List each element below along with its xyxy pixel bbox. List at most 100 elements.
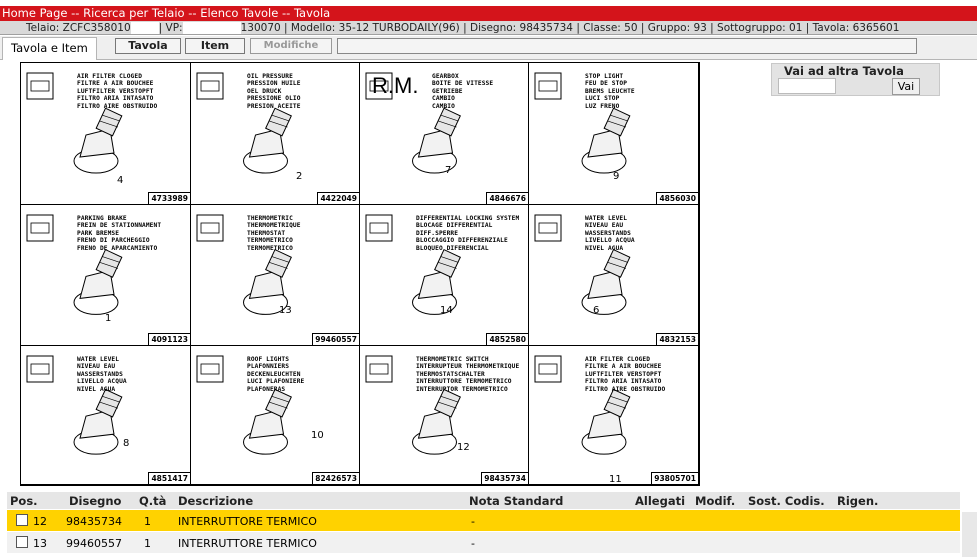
part-number: 12	[457, 442, 470, 453]
part-sketch-icon	[534, 214, 631, 315]
part-number: 11	[609, 474, 622, 485]
part-number: 6	[593, 305, 600, 316]
drawing-cell[interactable]: GEARBOX BOITE DE VITESSE GETRIEBE CAMBIO…	[360, 63, 529, 205]
col-sost: Sost. Codis.	[748, 494, 825, 508]
part-sketch-icon	[196, 355, 292, 455]
tab-tavola-e-item[interactable]: Tavola e Item	[2, 37, 97, 60]
part-code: 99460557	[312, 333, 359, 345]
vp-value: 130070	[240, 22, 281, 34]
goto-title: Vai ad altra Tavola	[784, 64, 904, 78]
part-caption: ROOF LIGHTS PLAFONNIERS DECKENLEUCHTEN L…	[247, 356, 305, 393]
part-sketch-icon	[26, 214, 123, 315]
part-caption: AIR FILTER CLOGED FILTRE A AIR BOUCHEE L…	[77, 73, 158, 110]
scroll-strip[interactable]	[962, 512, 977, 557]
breadcrumb-current: Tavola	[293, 6, 331, 20]
part-caption: STOP LIGHT FEU DE STOP BREMS LEUCHTE LUC…	[585, 73, 635, 110]
part-sketch-icon	[26, 355, 123, 455]
tab-bar: Tavola e Item Tavola Item Modifiche	[0, 36, 977, 60]
part-code: 4091123	[148, 333, 190, 345]
part-number: 14	[440, 305, 453, 316]
row-descrizione: INTERRUTTORE TERMICO	[178, 515, 317, 528]
part-caption: DIFFERENTIAL LOCKING SYSTEM BLOCAGE DIFF…	[416, 215, 520, 252]
part-sketch-icon	[26, 72, 123, 174]
row-disegno: 99460557	[66, 537, 122, 550]
part-code: 98435734	[481, 472, 528, 484]
part-number: 10	[311, 430, 324, 441]
vehicle-details: | Modello: 35-12 TURBODAILY(96) | Disegn…	[284, 22, 900, 34]
tavola-button[interactable]: Tavola	[115, 38, 181, 54]
vp-label: VP:	[165, 22, 183, 34]
breadcrumb-home[interactable]: Home Page	[2, 6, 68, 20]
drawing-cell[interactable]: THERMOMETRIC SWITCH INTERRUPTEUR THERMOM…	[360, 346, 529, 485]
col-nota: Nota Standard	[469, 494, 564, 508]
part-code: 4846676	[486, 192, 528, 204]
drawing-cell[interactable]: STOP LIGHT FEU DE STOP BREMS LEUCHTE LUC…	[529, 63, 699, 205]
part-code: 4422049	[317, 192, 359, 204]
drawing-cell[interactable]: WATER LEVEL NIVEAU EAU WASSERSTANDS LIVE…	[21, 346, 191, 485]
parts-drawing: AIR FILTER CLOGED FILTRE A AIR BOUCHEE L…	[20, 62, 700, 486]
drawing-cell[interactable]: AIR FILTER CLOGED FILTRE A AIR BOUCHEE L…	[21, 63, 191, 205]
vehicle-info-bar: Telaio: ZCFC358010| VP:130070 | Modello:…	[0, 21, 977, 35]
breadcrumb-search[interactable]: Ricerca per Telaio	[83, 6, 185, 20]
part-sketch-icon	[534, 355, 631, 455]
part-caption: AIR FILTER CLOGED FILTRE A AIR BOUCHEE L…	[585, 356, 666, 393]
part-caption: OIL PRESSURE PRESSION HUILE OEL DRUCK PR…	[247, 73, 301, 110]
part-caption: WATER LEVEL NIVEAU EAU WASSERSTANDS LIVE…	[585, 215, 635, 252]
row-nota: -	[471, 515, 475, 528]
part-code: 93805701	[651, 472, 698, 484]
part-number: 9	[613, 171, 620, 182]
part-number: 8	[123, 438, 130, 449]
row-pos: 12	[33, 515, 47, 528]
item-button[interactable]: Item	[185, 38, 245, 54]
part-sketch-icon	[365, 214, 461, 315]
drawing-cell[interactable]: THERMOMETRIC THERMOMETRIQUE THERMOSTAT T…	[191, 205, 360, 346]
top-strip	[0, 0, 977, 6]
vp-mask	[182, 22, 241, 34]
breadcrumb-sep: --	[278, 6, 294, 20]
drawing-cell[interactable]: DIFFERENTIAL LOCKING SYSTEM BLOCAGE DIFF…	[360, 205, 529, 346]
breadcrumb-list[interactable]: Elenco Tavole	[200, 6, 279, 20]
items-table: Pos. Disegno Q.tà Descrizione Nota Stand…	[0, 492, 977, 557]
row-descrizione: INTERRUTTORE TERMICO	[178, 537, 317, 550]
table-row[interactable]: 12 98435734 1 INTERRUTTORE TERMICO -	[7, 510, 960, 531]
part-sketch-icon	[534, 72, 631, 174]
goto-button[interactable]: Vai	[892, 78, 920, 95]
part-number: 4	[117, 175, 124, 186]
col-allegati: Allegati	[635, 494, 686, 508]
drawing-cell[interactable]: PARKING BRAKE FREIN DE STATIONNAMENT PAR…	[21, 205, 191, 346]
goto-input[interactable]	[778, 78, 836, 94]
col-disegno: Disegno	[69, 494, 122, 508]
part-caption: THERMOMETRIC THERMOMETRIQUE THERMOSTAT T…	[247, 215, 301, 252]
drawing-cell[interactable]: ROOF LIGHTS PLAFONNIERS DECKENLEUCHTEN L…	[191, 346, 360, 485]
part-code: 4733989	[148, 192, 190, 204]
breadcrumb: Home Page -- Ricerca per Telaio -- Elenc…	[0, 6, 977, 21]
modifiche-field	[337, 38, 917, 54]
telaio-mask	[130, 22, 159, 34]
part-sketch-icon	[196, 72, 292, 174]
part-number: 7	[445, 165, 452, 176]
part-number: 2	[296, 171, 303, 182]
part-bigtext: R.M.	[372, 73, 419, 98]
part-caption: GEARBOX BOITE DE VITESSE GETRIEBE CAMBIO…	[432, 73, 494, 110]
part-code: 4856030	[656, 192, 698, 204]
breadcrumb-sep: --	[184, 6, 201, 20]
part-code: 4851417	[148, 472, 190, 484]
row-pos: 13	[33, 537, 47, 550]
part-code: 82426573	[312, 472, 359, 484]
row-checkbox[interactable]	[16, 514, 28, 526]
goto-panel: Vai ad altra Tavola Vai	[771, 63, 940, 96]
part-caption: WATER LEVEL NIVEAU EAU WASSERSTANDS LIVE…	[77, 356, 127, 393]
col-rigen: Rigen.	[837, 494, 879, 508]
drawing-cell[interactable]: OIL PRESSURE PRESSION HUILE OEL DRUCK PR…	[191, 63, 360, 205]
breadcrumb-sep: --	[67, 6, 84, 20]
row-qta: 1	[144, 515, 151, 528]
row-disegno: 98435734	[66, 515, 122, 528]
col-qta: Q.tà	[139, 494, 167, 508]
part-code: 4852580	[486, 333, 528, 345]
part-caption: THERMOMETRIC SWITCH INTERRUPTEUR THERMOM…	[416, 356, 520, 393]
part-sketch-icon	[196, 214, 292, 315]
table-row[interactable]: 13 99460557 1 INTERRUTTORE TERMICO -	[7, 532, 960, 553]
drawing-cell[interactable]: AIR FILTER CLOGED FILTRE A AIR BOUCHEE L…	[529, 346, 699, 485]
drawing-cell[interactable]: WATER LEVEL NIVEAU EAU WASSERSTANDS LIVE…	[529, 205, 699, 346]
row-checkbox[interactable]	[16, 536, 28, 548]
